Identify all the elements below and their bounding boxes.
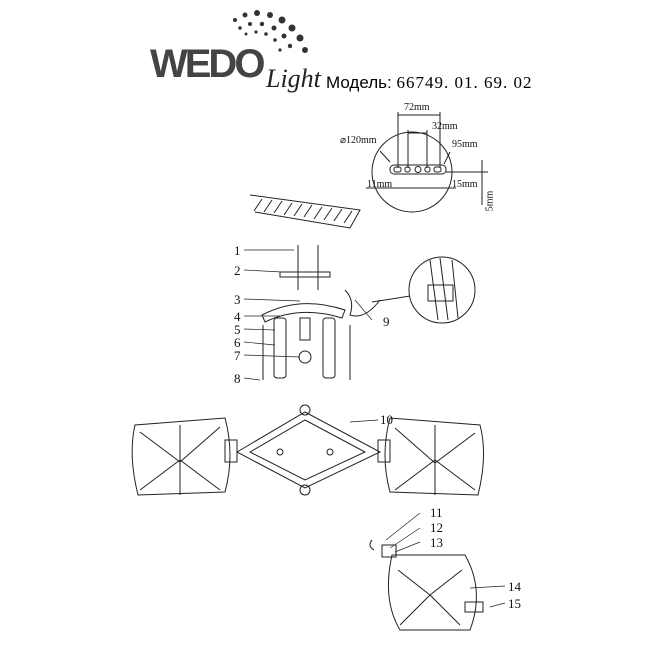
part-7: 7 [234, 348, 241, 363]
logo-dots [233, 10, 308, 53]
brand-logo-sub: Light [266, 64, 321, 93]
dim-95: 95mm [452, 139, 478, 150]
dim-5: 5mm [484, 190, 496, 212]
model-value: 66749. 01. 69. 02 [396, 73, 533, 92]
model-number: Модель: 66749. 01. 69. 02 [326, 74, 532, 91]
part-11: 11 [430, 505, 443, 520]
part-2: 2 [234, 263, 241, 278]
mounting-plate-detail [366, 112, 488, 213]
dim-32: 32mm [432, 121, 458, 132]
part-9: 9 [383, 314, 390, 329]
part-13: 13 [430, 535, 443, 550]
brand-logo: WEDO [150, 42, 265, 86]
dim-72: 72mm [404, 102, 430, 113]
part-1: 1 [234, 243, 241, 258]
part-3: 3 [234, 292, 241, 307]
part-12: 12 [430, 520, 443, 535]
canopy-assembly [261, 245, 381, 380]
leader-lines [243, 249, 506, 608]
lamp-body [131, 404, 485, 496]
part-10: 10 [380, 412, 393, 427]
dim-15: 15mm [452, 179, 478, 190]
part-15: 15 [508, 596, 521, 611]
dim-120: ⌀120mm [340, 135, 377, 146]
part-4: 4 [234, 309, 241, 324]
part-5: 5 [234, 322, 241, 337]
lamp-detail [369, 539, 484, 631]
part-6: 6 [234, 335, 241, 350]
dim-11: 11mm [367, 179, 393, 190]
wiring-detail [371, 256, 476, 324]
ceiling-hatch [249, 194, 361, 229]
model-label: Модель: [326, 73, 392, 92]
part-8: 8 [234, 371, 241, 386]
part-14: 14 [508, 579, 521, 594]
